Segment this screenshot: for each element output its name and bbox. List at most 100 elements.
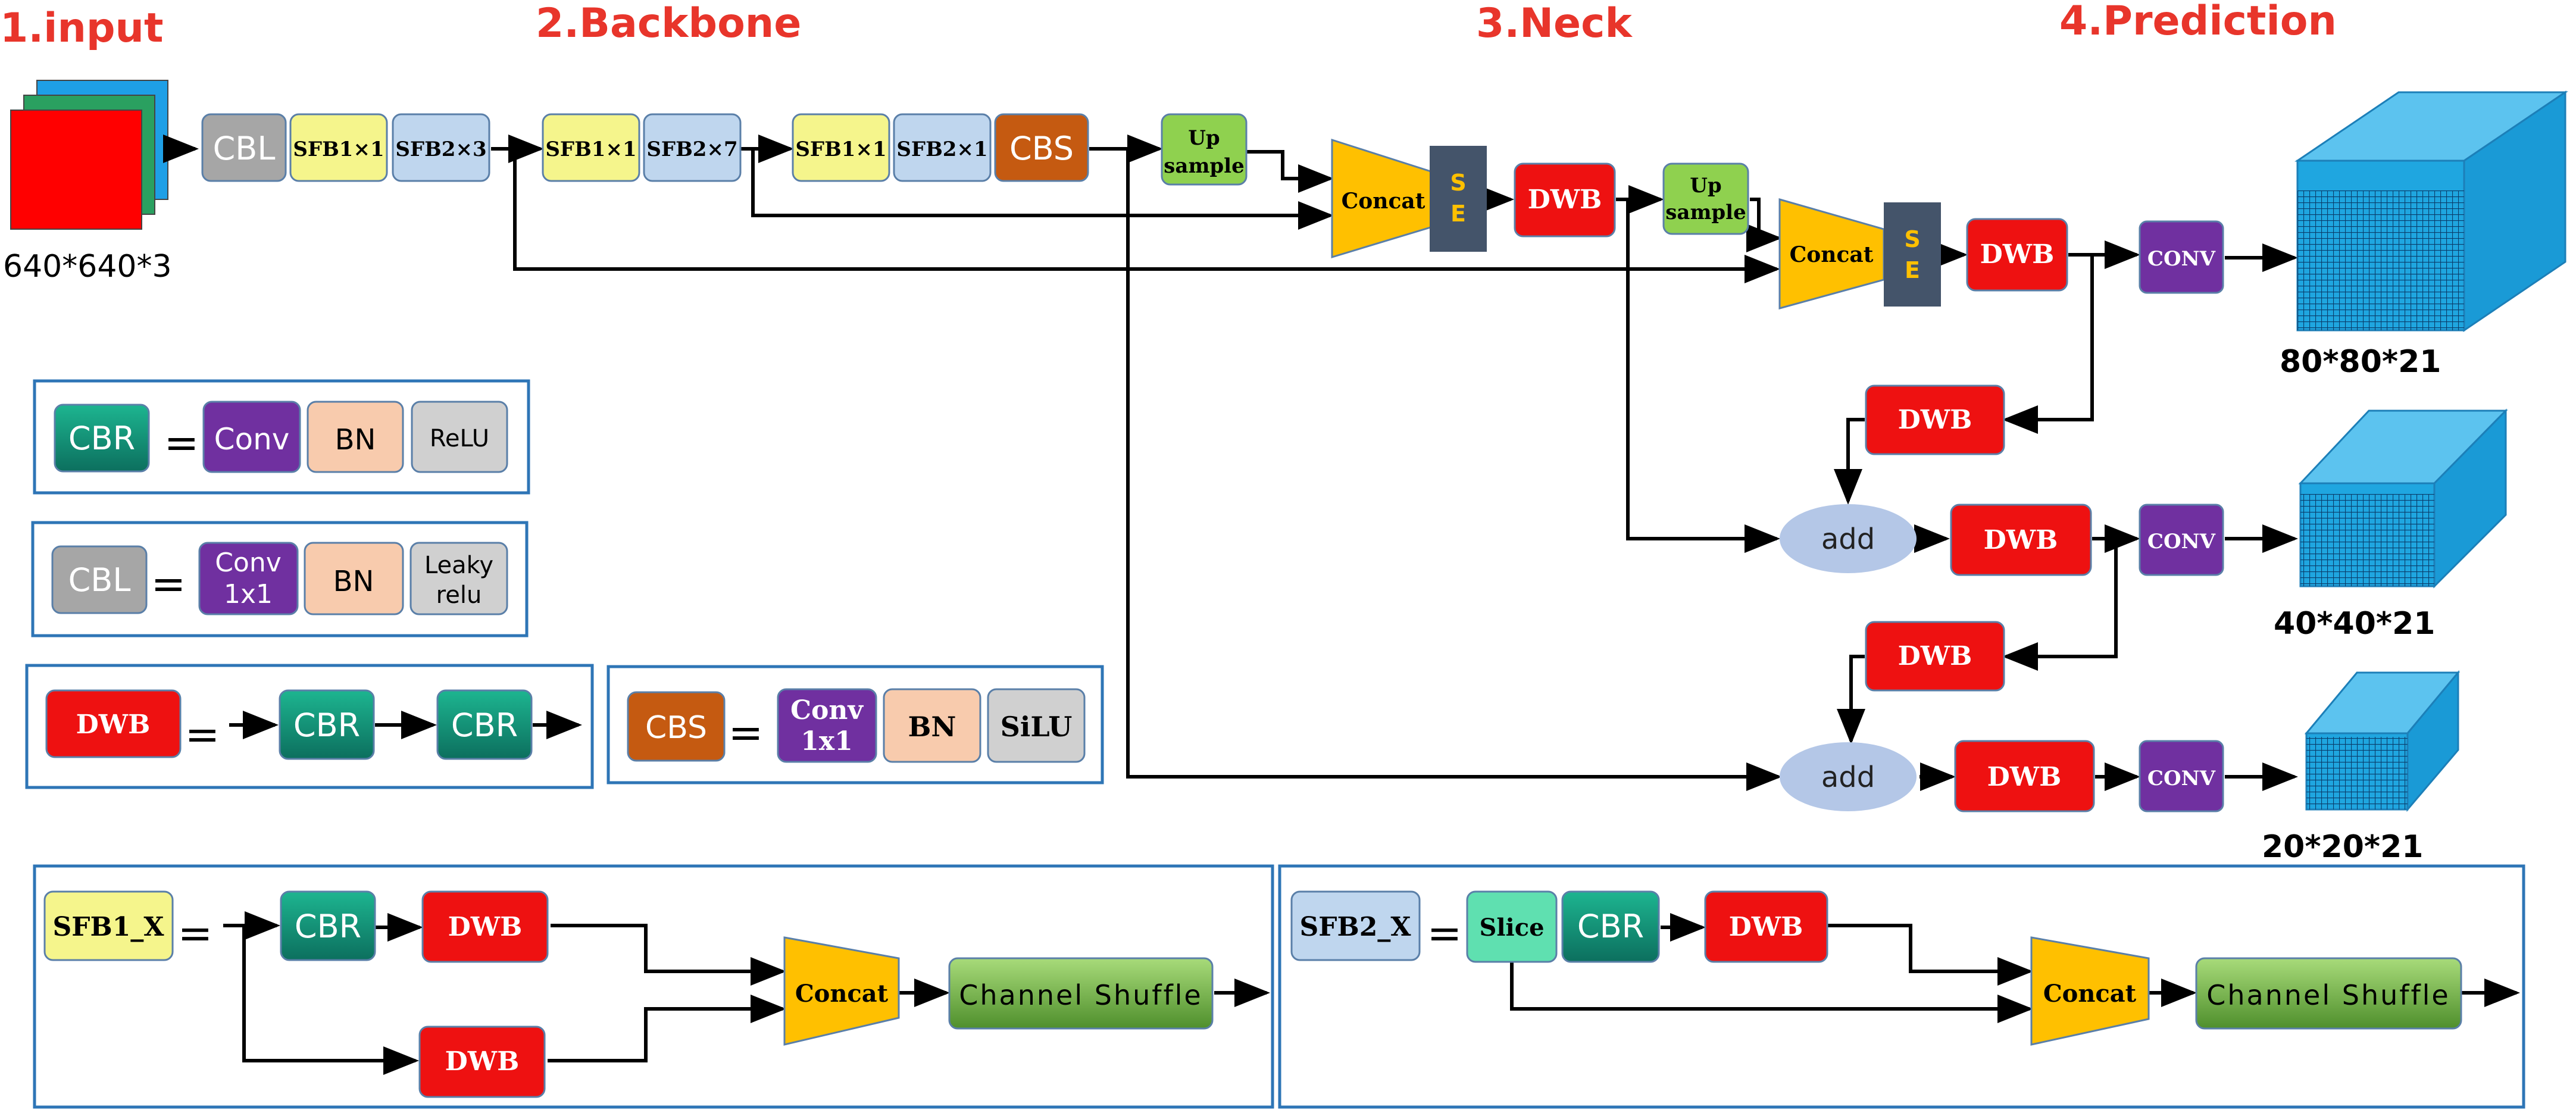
legend-cbr: [33, 379, 530, 495]
shuffle-label: Channel Shuffle: [2206, 979, 2450, 1011]
conv-block: Conv: [202, 401, 301, 473]
arrow-icon: [2002, 255, 2094, 434]
equals-sign: =: [729, 708, 764, 757]
arrow-icon: [513, 149, 1780, 283]
concat-block: Concat: [1778, 198, 1885, 310]
dwb-label: DWB: [1528, 185, 1602, 215]
conv-block: CONV: [2139, 504, 2224, 576]
dwb-label: DWB: [1984, 525, 2058, 555]
dwb-block: DWB: [1865, 621, 2005, 692]
dwb-block: DWB: [1950, 504, 2092, 576]
arrow-icon: [1834, 418, 1865, 505]
sfb2-label: SFB2×7: [646, 137, 737, 161]
conv-block: CONV: [2139, 740, 2224, 812]
equals-sign: =: [164, 418, 199, 467]
dwb-block: DWB: [418, 1026, 546, 1098]
dwb-block: DWB: [1514, 162, 1616, 237]
channel-shuffle-block: Channel Shuffle: [948, 957, 1214, 1030]
svg-text:relu: relu: [436, 582, 482, 609]
cbr-block: CBR: [280, 890, 376, 961]
input-dims: 640*640*3: [3, 249, 172, 285]
conv-1x1-block: Conv 1x1: [198, 542, 299, 615]
legend-cbl: [31, 521, 529, 637]
arrow-icon: [1510, 961, 2033, 1023]
dwb-block: DWB: [1865, 384, 2005, 455]
sfb1-detail-frame: [33, 864, 1274, 1109]
sfb1-block: SFB1×1: [542, 113, 640, 182]
legend-dwb: [25, 664, 594, 789]
arrow-icon: [751, 149, 1334, 230]
se-block: S E: [1430, 146, 1487, 252]
sfb2-label: SFB2×3: [395, 137, 486, 161]
relu-block: ReLU: [411, 401, 508, 473]
dwb-label: DWB: [1729, 912, 1803, 942]
conv-block: CONV: [2139, 220, 2224, 294]
arrow-icon: [1247, 150, 1334, 193]
input-stack-icon: [10, 80, 168, 230]
cbr-block: CBR: [1561, 890, 1660, 963]
concat-label: Concat: [1790, 242, 1874, 267]
sfb2-block: SFB2×7: [643, 113, 742, 182]
section-title-prediction: 4.Prediction: [2059, 0, 2337, 45]
dwb-block: DWB: [45, 689, 182, 758]
equals-sign: =: [185, 710, 220, 759]
slice-block: Slice: [1466, 890, 1558, 963]
dwb-label: DWB: [76, 709, 151, 740]
sfb1-name: SFB1_X: [53, 912, 165, 942]
bn-label: BN: [333, 565, 374, 598]
channel-shuffle-block: Channel Shuffle: [2195, 957, 2462, 1030]
cbl-block: CBL: [51, 545, 148, 614]
arrow-icon: [548, 995, 786, 1062]
sfb1-label: SFB1×1: [545, 137, 636, 161]
dwb-block: DWB: [1704, 890, 1828, 963]
dwb-block: DWB: [1966, 218, 2068, 292]
concat-block: Concat: [1331, 138, 1436, 259]
upsample-label: sample: [1665, 201, 1746, 224]
conv-label: CONV: [2147, 767, 2216, 790]
sfb1-block: SFB1_X: [43, 890, 174, 961]
add-node: add: [1780, 742, 1917, 811]
sfb1-block: SFB1×1: [792, 113, 890, 182]
shuffle-label: Channel Shuffle: [959, 979, 1202, 1011]
cube-icon: [2298, 408, 2508, 589]
cbs-block: CBS: [627, 691, 726, 762]
cbs-label: CBS: [645, 710, 707, 746]
add-node: add: [1780, 504, 1917, 573]
upsample-label: sample: [1164, 154, 1244, 178]
svg-text:1x1: 1x1: [224, 579, 273, 609]
dwb-block: DWB: [1954, 740, 2095, 812]
equals-sign: =: [151, 559, 186, 608]
arrow-icon: [2002, 539, 2118, 671]
svg-text:S: S: [1904, 226, 1920, 252]
output-dims-small: 20*20*21: [2262, 829, 2423, 865]
equals-sign: =: [178, 909, 213, 958]
concat-label: Concat: [795, 980, 889, 1008]
arrow-icon: [1626, 199, 1780, 553]
cbr-label: CBR: [295, 908, 361, 945]
arrow-icon: [1126, 149, 1782, 791]
upsample-label: Up: [1690, 174, 1721, 198]
dwb-label: DWB: [1987, 762, 2062, 792]
section-title-input: 1.input: [0, 5, 163, 52]
svg-text:Conv: Conv: [790, 695, 864, 726]
slice-label: Slice: [1479, 914, 1544, 942]
svg-text:1x1: 1x1: [801, 726, 852, 756]
conv-label: CONV: [2147, 247, 2216, 271]
cbr-label: CBR: [68, 420, 135, 457]
bn-block: BN: [307, 401, 404, 473]
concat-block: Concat: [2030, 936, 2150, 1046]
sfb2-label: SFB2×1: [896, 137, 987, 161]
sfb1-label: SFB1×1: [293, 137, 384, 161]
arrow-icon: [1746, 198, 1782, 252]
bn-block: BN: [883, 688, 981, 763]
cbr-block: CBR: [54, 404, 150, 473]
upsample-label: Up: [1188, 126, 1220, 150]
sfb1-label: SFB1×1: [795, 137, 886, 161]
arrow-icon: [1827, 924, 2033, 986]
conv-label: Conv: [214, 422, 290, 457]
cbr-label: CBR: [451, 707, 518, 744]
dwb-label: DWB: [1980, 239, 2055, 270]
cbr-block: CBR: [436, 689, 533, 760]
section-title-backbone: 2.Backbone: [536, 0, 801, 47]
